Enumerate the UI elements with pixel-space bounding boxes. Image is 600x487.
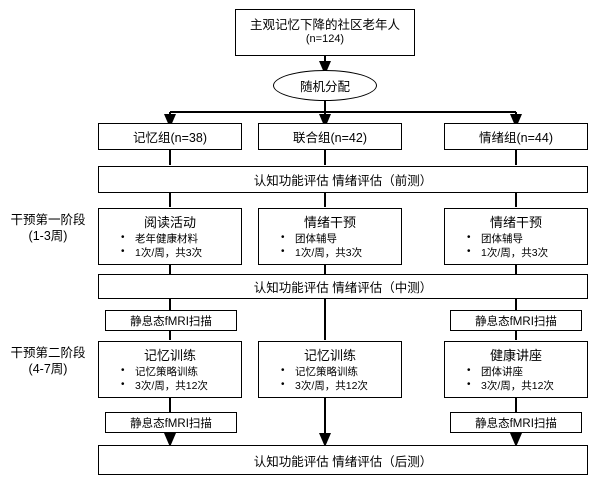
intervention-title: 情绪干预 — [489, 215, 542, 230]
assessment-bar-mid: 认知功能评估 情绪评估（中测） — [98, 274, 588, 299]
intervention-bullet: 团体讲座 — [467, 364, 554, 379]
phase-weeks: (4-7周) — [28, 362, 68, 377]
intervention-box-p2-combined: 记忆训练 记忆策略训练 3次/周，共12次 — [258, 341, 402, 398]
group-box-combined: 联合组(n=42) — [258, 123, 402, 150]
intervention-bullet: 3次/周，共12次 — [121, 378, 208, 393]
intervention-bullet: 团体辅导 — [281, 231, 362, 246]
fmri-label: 静息态fMRI扫描 — [130, 315, 212, 328]
intervention-title: 记忆训练 — [303, 348, 356, 363]
fmri-box-post-left: 静息态fMRI扫描 — [105, 412, 237, 433]
intervention-bullet: 团体辅导 — [467, 231, 548, 246]
randomization-label: 随机分配 — [299, 80, 350, 94]
assessment-label: 认知功能评估 情绪评估（后测） — [253, 454, 433, 469]
phase-label-1: 干预第一阶段 (1-3周) — [2, 212, 94, 245]
assessment-label: 认知功能评估 情绪评估（前测） — [253, 174, 433, 188]
assessment-bar-pre: 认知功能评估 情绪评估（前测） — [98, 166, 588, 193]
phase-name: 干预第一阶段 — [10, 213, 86, 227]
group-label: 情绪组(n=44) — [479, 131, 553, 145]
intervention-box-p1-combined: 情绪干预 团体辅导 1次/周，共3次 — [258, 208, 402, 265]
intervention-bullet: 1次/周，共3次 — [467, 245, 548, 260]
randomization-oval: 随机分配 — [273, 70, 377, 101]
intervention-bullets: 团体辅导 1次/周，共3次 — [445, 231, 548, 260]
group-box-memory: 记忆组(n=38) — [98, 123, 242, 150]
intervention-title: 阅读活动 — [143, 215, 196, 230]
phase-weeks: (1-3周) — [28, 229, 68, 244]
intervention-bullet: 3次/周，共12次 — [467, 378, 554, 393]
intervention-bullets: 老年健康材料 1次/周，共3次 — [99, 231, 202, 260]
group-label: 记忆组(n=38) — [133, 131, 207, 145]
fmri-box-mid-left: 静息态fMRI扫描 — [105, 310, 237, 331]
intervention-bullets: 团体辅导 1次/周，共3次 — [259, 231, 362, 260]
fmri-box-post-right: 静息态fMRI扫描 — [450, 412, 582, 433]
intervention-bullet: 1次/周，共3次 — [121, 245, 202, 260]
intervention-title: 健康讲座 — [489, 348, 542, 363]
assessment-label: 认知功能评估 情绪评估（中测） — [253, 281, 433, 295]
intervention-bullets: 团体讲座 3次/周，共12次 — [445, 364, 554, 393]
fmri-label: 静息态fMRI扫描 — [475, 315, 557, 328]
fmri-box-mid-right: 静息态fMRI扫描 — [450, 310, 582, 331]
fmri-label: 静息态fMRI扫描 — [130, 417, 212, 430]
intervention-bullet: 3次/周，共12次 — [281, 378, 368, 393]
group-label: 联合组(n=42) — [293, 131, 367, 145]
population-count: (n=124) — [305, 33, 345, 46]
intervention-bullet: 老年健康材料 — [121, 231, 202, 246]
intervention-box-p2-memory: 记忆训练 记忆策略训练 3次/周，共12次 — [98, 341, 242, 398]
assessment-bar-post: 认知功能评估 情绪评估（后测） — [98, 445, 588, 475]
intervention-title: 记忆训练 — [143, 348, 196, 363]
intervention-box-p2-emotion: 健康讲座 团体讲座 3次/周，共12次 — [444, 341, 588, 398]
population-box: 主观记忆下降的社区老年人 (n=124) — [235, 9, 415, 56]
intervention-title: 情绪干预 — [303, 215, 356, 230]
phase-label-2: 干预第二阶段 (4-7周) — [2, 345, 94, 378]
fmri-label: 静息态fMRI扫描 — [475, 417, 557, 430]
intervention-bullet: 记忆策略训练 — [121, 364, 208, 379]
phase-name: 干预第二阶段 — [10, 346, 86, 360]
intervention-bullet: 记忆策略训练 — [281, 364, 368, 379]
intervention-bullet: 1次/周，共3次 — [281, 245, 362, 260]
intervention-bullets: 记忆策略训练 3次/周，共12次 — [99, 364, 208, 393]
intervention-box-p1-emotion: 情绪干预 团体辅导 1次/周，共3次 — [444, 208, 588, 265]
population-label: 主观记忆下降的社区老年人 — [249, 17, 400, 32]
intervention-box-p1-memory: 阅读活动 老年健康材料 1次/周，共3次 — [98, 208, 242, 265]
group-box-emotion: 情绪组(n=44) — [444, 123, 588, 150]
intervention-bullets: 记忆策略训练 3次/周，共12次 — [259, 364, 368, 393]
